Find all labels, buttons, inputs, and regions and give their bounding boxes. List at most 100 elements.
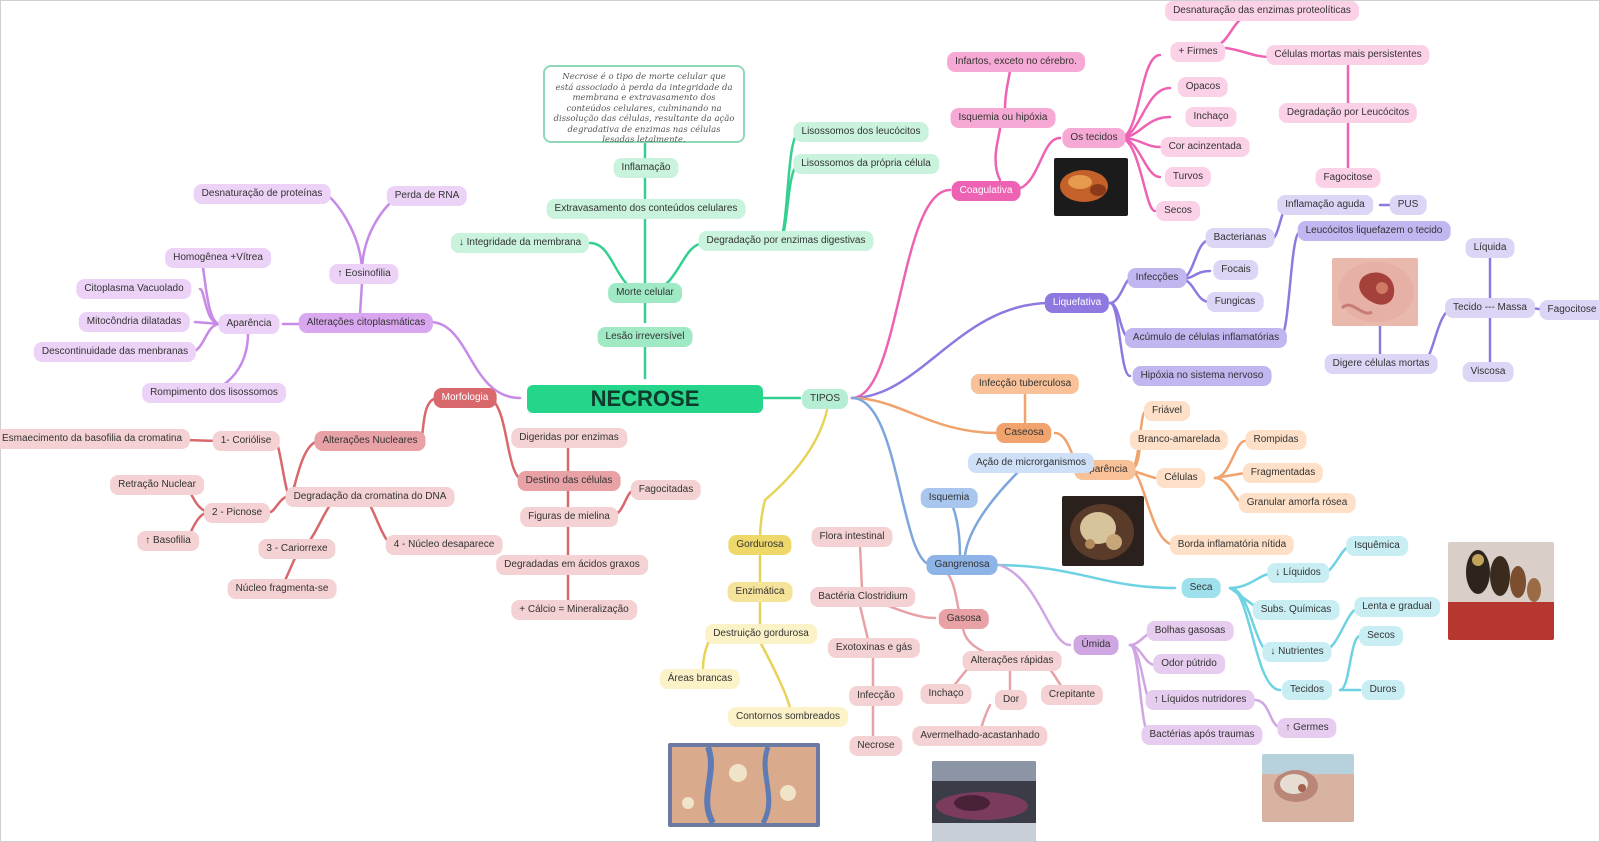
node-branco-amarelada[interactable]: Branco-amarelada: [1129, 430, 1229, 450]
node-tipos[interactable]: TIPOS: [801, 389, 849, 409]
node-bacterianas[interactable]: Bacterianas: [1205, 228, 1275, 248]
node-aparencia-morfologia[interactable]: Aparência: [218, 314, 280, 334]
node-desnaturacao-proteinas[interactable]: Desnaturação de proteínas: [193, 184, 331, 204]
node-digeridas[interactable]: Digeridas por enzimas: [511, 428, 627, 448]
node-cor-acinzentada[interactable]: Cor acinzentada: [1160, 137, 1250, 157]
node-esmaecimento[interactable]: Esmaecimento da basofilia da cromatina: [0, 429, 191, 449]
node-liquidos-down[interactable]: ↓ Líquidos: [1267, 563, 1329, 583]
node-celulas-caseosa[interactable]: Células: [1156, 468, 1206, 488]
node-coagulativa[interactable]: Coagulativa: [951, 181, 1021, 201]
node-calcio[interactable]: + Cálcio = Mineralização: [511, 600, 637, 620]
node-exotoxinas[interactable]: Exotoxinas e gás: [827, 638, 921, 658]
node-clostridium[interactable]: Bactéria Clostridium: [810, 587, 916, 607]
node-lisossomos-leucocitos[interactable]: Lisossomos dos leucócitos: [793, 122, 929, 142]
node-bacterias-traumas[interactable]: Bactérias após traumas: [1141, 725, 1263, 745]
node-fagocitose-liq[interactable]: Fagocitose: [1539, 300, 1600, 320]
node-alteracoes-rapidas[interactable]: Alterações rápidas: [962, 651, 1062, 671]
node-subs-quimicas[interactable]: Subs. Químicas: [1252, 600, 1340, 620]
node-infeccao-tuberculosa[interactable]: Infecção tuberculosa: [970, 374, 1080, 394]
node-dor[interactable]: Dor: [994, 690, 1028, 710]
node-inchaco-gasosa[interactable]: Inchaço: [920, 684, 972, 704]
node-os-tecidos[interactable]: Os tecidos: [1062, 128, 1126, 148]
node-isquemia-hipoxia[interactable]: Isquemia ou hipóxia: [950, 108, 1056, 128]
node-infeccoes[interactable]: Infecções: [1127, 268, 1187, 288]
node-borda-inflamatoria[interactable]: Borda inflamatória nítida: [1169, 535, 1295, 555]
node-inflamacao[interactable]: Inflamação: [613, 158, 679, 178]
node-germes[interactable]: ↑ Germes: [1277, 718, 1337, 738]
node-caseosa[interactable]: Caseosa: [996, 423, 1052, 443]
node-morte-celular[interactable]: Morte celular: [608, 283, 682, 303]
node-areas-brancas[interactable]: Áreas brancas: [659, 669, 741, 689]
node-odor-putrido[interactable]: Odor pútrido: [1153, 654, 1225, 674]
node-alteracoes-nucleares[interactable]: Alterações Nucleares: [314, 431, 426, 451]
node-gasosa[interactable]: Gasosa: [938, 609, 990, 629]
node-tecido-massa[interactable]: Tecido --- Massa: [1445, 298, 1535, 318]
node-lenta-gradual[interactable]: Lenta e gradual: [1354, 597, 1440, 617]
node-friavel[interactable]: Friável: [1143, 401, 1191, 421]
node-hipoxia-sn[interactable]: Hipóxia no sistema nervoso: [1132, 366, 1272, 386]
node-isquemia-gangrena[interactable]: Isquemia: [920, 488, 978, 508]
node-fungicas[interactable]: Fungicas: [1206, 292, 1264, 312]
node-picnose[interactable]: 2 - Picnose: [203, 503, 271, 523]
node-liquida[interactable]: Líquida: [1465, 238, 1515, 258]
node-destino-celulas[interactable]: Destino das células: [517, 471, 621, 491]
node-desnaturacao-enzimas[interactable]: Desnaturação das enzimas proteolíticas: [1165, 1, 1359, 21]
node-integridade[interactable]: ↓ Integridade da membrana: [450, 233, 590, 253]
node-secos-coag[interactable]: Secos: [1156, 201, 1200, 221]
node-perda-rna[interactable]: Perda de RNA: [386, 186, 468, 206]
node-basofilia[interactable]: ↑ Basofilia: [137, 531, 199, 551]
node-digere-celulas[interactable]: Digere células mortas: [1324, 354, 1438, 374]
node-inflamacao-aguda[interactable]: Inflamação aguda: [1277, 195, 1373, 215]
node-leucocitos-liquefazem[interactable]: Leucócitos liquefazem o tecido: [1297, 221, 1451, 241]
node-gangrenosa[interactable]: Gangrenosa: [926, 555, 998, 575]
node-contornos-sombreados[interactable]: Contornos sombreados: [728, 707, 848, 727]
node-opacos[interactable]: Opacos: [1177, 77, 1229, 97]
node-rompimento-lisossomos[interactable]: Rompimento dos lisossomos: [142, 383, 286, 403]
node-granular[interactable]: Granular amorfa rósea: [1238, 493, 1356, 513]
node-bolhas-gasosas[interactable]: Bolhas gasosas: [1146, 621, 1234, 641]
node-liquefativa[interactable]: Liquefativa: [1044, 293, 1110, 313]
node-cariorrexe[interactable]: 3 - Cariorrexe: [258, 539, 336, 559]
node-eosinofilia[interactable]: ↑ Eosinofilia: [329, 264, 399, 284]
node-duros[interactable]: Duros: [1361, 680, 1405, 700]
node-nucleo-fragmenta[interactable]: Núcleo fragmenta-se: [227, 579, 337, 599]
node-degradacao-leucocitos[interactable]: Degradação por Leucócitos: [1278, 103, 1418, 123]
node-liquidos-nutridores[interactable]: ↑ Líquidos nutridores: [1145, 690, 1255, 710]
node-pus[interactable]: PUS: [1389, 195, 1427, 215]
node-degradadas-acidos[interactable]: Degradadas em ácidos graxos: [496, 555, 648, 575]
node-retracao-nuclear[interactable]: Retração Nuclear: [110, 475, 204, 495]
node-coriolise[interactable]: 1- Coriólise: [212, 431, 280, 451]
node-extravasamento[interactable]: Extravasamento dos conteúdos celulares: [546, 199, 746, 219]
node-firmes[interactable]: + Firmes: [1170, 42, 1226, 62]
node-tecidos-seca[interactable]: Tecidos: [1282, 680, 1332, 700]
node-infeccao-gasosa[interactable]: Infecção: [849, 686, 903, 706]
node-gordurosa[interactable]: Gordurosa: [728, 535, 792, 555]
node-viscosa[interactable]: Viscosa: [1462, 362, 1514, 382]
node-flora-intestinal[interactable]: Flora intestinal: [811, 527, 893, 547]
node-necrose-gasosa[interactable]: Necrose: [849, 736, 903, 756]
node-turvos[interactable]: Turvos: [1164, 167, 1212, 187]
node-isquemica[interactable]: Isquêmica: [1346, 536, 1408, 556]
node-crepitante[interactable]: Crepitante: [1040, 685, 1104, 705]
node-mitocondria[interactable]: Mitocôndria dilatadas: [78, 312, 190, 332]
node-celulas-mortas[interactable]: Células mortas mais persistentes: [1266, 45, 1430, 65]
node-fragmentadas[interactable]: Fragmentadas: [1242, 463, 1324, 483]
node-destruicao-gordurosa[interactable]: Destruição gordurosa: [705, 624, 817, 644]
node-figuras-mielina[interactable]: Figuras de mielina: [520, 507, 618, 527]
node-enzimatica[interactable]: Enzimática: [727, 582, 793, 602]
node-degradacao-cromatina[interactable]: Degradação da cromatina do DNA: [285, 487, 455, 507]
node-secos-seca[interactable]: Secos: [1359, 626, 1403, 646]
node-lisossomos-propria[interactable]: Lisossomos da própria célula: [793, 154, 939, 174]
node-morfologia[interactable]: Morfologia: [433, 388, 497, 408]
node-degradacao-enzimas[interactable]: Degradação por enzimas digestivas: [698, 231, 874, 251]
node-acumulo-inflamatorias[interactable]: Acúmulo de células inflamatórias: [1124, 328, 1288, 348]
node-rompidas[interactable]: Rompidas: [1245, 430, 1307, 450]
node-acao-microrganismos[interactable]: Ação de microrganismos: [967, 453, 1095, 473]
node-nucleo-desaparece[interactable]: 4 - Núcleo desaparece: [385, 535, 503, 555]
node-descontinuidade[interactable]: Descontinuidade das menbranas: [33, 342, 197, 362]
node-lesao[interactable]: Lesão irreversível: [597, 327, 693, 347]
node-alteracoes-citoplasmaticas[interactable]: Alterações citoplasmáticas: [298, 313, 434, 333]
root-necrose[interactable]: NECROSE: [527, 385, 763, 413]
node-avermelhado[interactable]: Avermelhado-acastanhado: [912, 726, 1048, 746]
node-homogenea[interactable]: Homogênea +Vítrea: [165, 248, 271, 268]
